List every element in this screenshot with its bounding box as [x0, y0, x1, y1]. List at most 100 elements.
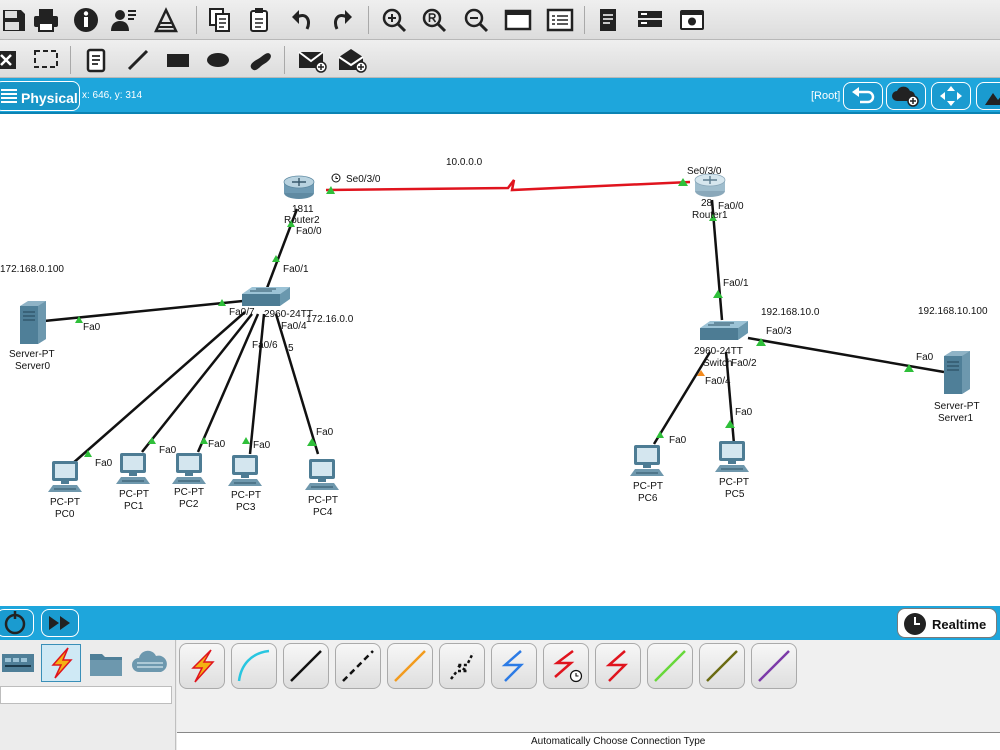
router2-device[interactable] — [283, 174, 315, 205]
cable-pc6-switch-right[interactable] — [652, 351, 712, 445]
zoom-out-icon[interactable] — [460, 4, 492, 36]
power-cycle-button[interactable] — [0, 609, 34, 637]
connection-console[interactable] — [231, 643, 277, 689]
server0-name-label: Server0 — [15, 361, 51, 372]
pc5-name-label: PC5 — [725, 489, 745, 500]
network-workspace[interactable]: 1811 Router2 28 Router1 2960-24TT — [0, 114, 1000, 606]
note-icon[interactable] — [80, 44, 112, 76]
router-icon — [694, 173, 726, 197]
fast-forward-button[interactable] — [41, 609, 79, 637]
connection-coaxial[interactable] — [491, 643, 537, 689]
back-button[interactable] — [843, 82, 883, 110]
category-connections[interactable] — [41, 644, 81, 682]
background-image-button[interactable] — [976, 82, 1000, 110]
device-config-icon[interactable] — [634, 4, 666, 36]
add-complex-pdu-icon[interactable] — [336, 44, 368, 76]
connection-phone[interactable] — [439, 643, 485, 689]
move-object-button[interactable] — [931, 82, 971, 110]
drawing-palette-icon[interactable] — [502, 4, 534, 36]
delete-icon[interactable] — [0, 44, 22, 76]
port-label: Fa0/2 — [731, 358, 757, 369]
print-icon[interactable] — [30, 4, 62, 36]
pc4-device[interactable] — [303, 458, 341, 497]
redo-icon[interactable] — [326, 4, 358, 36]
device-type-panel: Automatically Choose Connection Type — [0, 640, 1000, 750]
connection-usb[interactable] — [751, 643, 797, 689]
draw-ellipse-icon[interactable] — [202, 44, 234, 76]
serial-link-router2-router1[interactable] — [325, 179, 691, 192]
pc1-type-label: PC-PT — [119, 489, 149, 500]
simulation-bar: Realtime — [0, 606, 1000, 640]
connection-copper-cross[interactable] — [335, 643, 381, 689]
device-search-field[interactable] — [0, 686, 172, 704]
new-cluster-button[interactable] — [886, 82, 926, 110]
switch-right-device[interactable] — [700, 320, 748, 347]
screenshot-icon[interactable] — [676, 4, 708, 36]
cable-pc0-switch-left[interactable] — [71, 311, 246, 465]
pc6-device[interactable] — [628, 444, 666, 483]
port-label: Se0/3/0 — [687, 166, 722, 177]
root-level-label[interactable]: [Root] — [811, 90, 841, 102]
workspace-bar: Physical x: 646, y: 314 [Root] — [0, 78, 1000, 114]
pc0-name-label: PC0 — [55, 509, 75, 520]
pc2-device[interactable] — [170, 452, 208, 491]
connection-iot[interactable] — [699, 643, 745, 689]
port-label: Fa0 — [669, 435, 687, 446]
server0-device[interactable] — [18, 300, 48, 351]
select-area-icon[interactable] — [30, 44, 62, 76]
copy-icon[interactable] — [204, 4, 236, 36]
router1-device[interactable] — [694, 172, 726, 203]
pc3-name-label: PC3 — [236, 502, 256, 513]
realtime-label: Realtime — [932, 617, 987, 632]
zoom-reset-icon[interactable] — [418, 4, 450, 36]
cable-pc2-switch-left[interactable] — [196, 313, 260, 453]
cable-pc4-switch-left[interactable] — [274, 313, 320, 455]
realtime-mode-button[interactable]: Realtime — [897, 608, 997, 638]
pc3-device[interactable] — [226, 454, 264, 493]
category-multiuser[interactable] — [130, 644, 170, 682]
pdu-list-icon[interactable] — [592, 4, 624, 36]
connection-copper-straight[interactable] — [283, 643, 329, 689]
switch-left-device[interactable] — [242, 286, 290, 313]
pc1-device[interactable] — [114, 452, 152, 491]
switch-right-model-label: 2960-24TT — [694, 346, 743, 357]
freeform-icon[interactable] — [244, 44, 276, 76]
pc5-type-label: PC-PT — [719, 477, 749, 488]
info-icon[interactable] — [70, 4, 102, 36]
cable-pc1-switch-left[interactable] — [141, 313, 253, 453]
port-label: Fa0/6 — [252, 340, 278, 351]
cable-pc3-switch-left[interactable] — [248, 313, 266, 455]
activity-wizard-icon[interactable] — [150, 4, 182, 36]
cable-server1-switch-right[interactable] — [747, 336, 945, 374]
add-simple-pdu-icon[interactable] — [296, 44, 328, 76]
lightning-icon — [51, 647, 73, 679]
pc5-device[interactable] — [713, 440, 751, 479]
pc3-type-label: PC-PT — [231, 490, 261, 501]
connection-automatic[interactable] — [179, 643, 225, 689]
physical-workspace-tab[interactable]: Physical — [0, 81, 80, 111]
category-miscellaneous[interactable] — [86, 644, 126, 682]
connection-fiber[interactable] — [387, 643, 433, 689]
undo-icon[interactable] — [286, 4, 318, 36]
router2-name-label: Router2 — [284, 215, 320, 226]
cable-pc5-switch-right[interactable] — [724, 351, 736, 445]
draw-rectangle-icon[interactable] — [162, 44, 194, 76]
zoom-in-icon[interactable] — [378, 4, 410, 36]
pc6-type-label: PC-PT — [633, 481, 663, 492]
custom-device-dialog-icon[interactable] — [544, 4, 576, 36]
user-profile-icon[interactable] — [108, 4, 140, 36]
console-cable-icon — [237, 649, 270, 682]
connection-octal[interactable] — [647, 643, 693, 689]
connection-serial-dce[interactable] — [543, 643, 589, 689]
pc0-type-label: PC-PT — [50, 497, 80, 508]
server1-name-label: Server1 — [938, 413, 974, 424]
connection-serial-dte[interactable] — [595, 643, 641, 689]
cable-server0-switch-left[interactable] — [43, 299, 244, 323]
pc0-device[interactable] — [46, 460, 84, 499]
draw-line-icon[interactable] — [122, 44, 154, 76]
category-network-devices[interactable] — [0, 644, 38, 682]
paste-icon[interactable] — [244, 4, 276, 36]
save-icon[interactable] — [0, 4, 32, 36]
pc-icon — [228, 455, 262, 486]
server1-device[interactable] — [942, 350, 972, 401]
